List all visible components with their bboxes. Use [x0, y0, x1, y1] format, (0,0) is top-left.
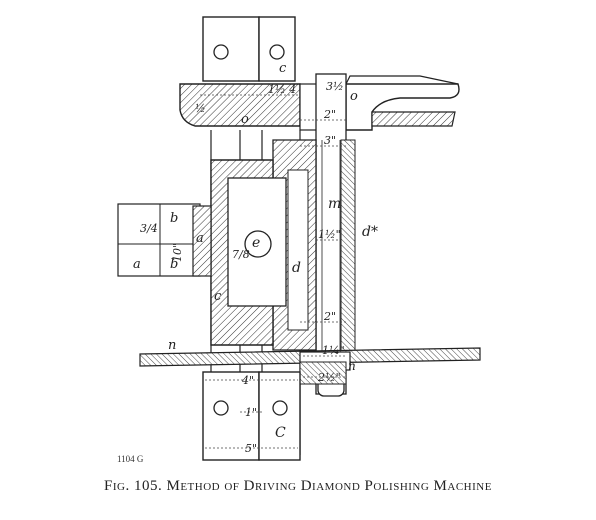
- dim-1-4: 1½ 4: [268, 83, 296, 96]
- bottom-collar: [299, 361, 347, 397]
- carriage-block: [210, 159, 287, 346]
- dim-3-4: 3/4: [140, 222, 158, 235]
- dim-3-half: 3½: [326, 80, 344, 93]
- dim-5: 5": [245, 442, 257, 455]
- dim-1: 1": [245, 406, 257, 419]
- label-d-star: d*: [362, 224, 378, 240]
- dim-10: 10": [171, 243, 184, 262]
- dim-1-quarter: 1¼": [322, 344, 345, 357]
- bolt-hole: [213, 44, 229, 60]
- bolt-hole: [269, 44, 285, 60]
- dim-2-half: 2½": [317, 371, 341, 384]
- dim-1-half: 1½": [318, 228, 341, 241]
- label-c-bottom: C: [275, 425, 286, 441]
- label-e: e: [252, 235, 260, 251]
- left-side-arm: [117, 203, 212, 277]
- label-n-left: n: [168, 338, 176, 353]
- label-o-right: o: [350, 89, 358, 104]
- label-c-top: c: [279, 61, 287, 76]
- dim-4: 4": [241, 374, 254, 387]
- pin-hole-e: [244, 230, 272, 258]
- plate-number: 1104 G: [117, 454, 144, 464]
- dim-2-top: 2": [323, 108, 336, 121]
- label-a-lower: a: [133, 257, 141, 272]
- label-m: m: [328, 196, 341, 212]
- label-c-left: c: [214, 289, 222, 304]
- shaft-m: [315, 73, 356, 395]
- label-a-upper: a: [196, 231, 204, 246]
- label-b-upper: b: [170, 211, 178, 226]
- dim-7-8: 7/8: [232, 248, 250, 261]
- dim-3: 3": [324, 134, 336, 147]
- label-b-lower: b: [170, 257, 178, 272]
- label-o-left: o: [241, 112, 249, 127]
- dim-half: ½: [195, 102, 206, 115]
- label-n-right: n: [348, 359, 356, 373]
- bolt-hole: [272, 400, 288, 416]
- dim-2-low: 2": [323, 310, 336, 323]
- label-d-mid: d: [292, 260, 301, 276]
- upper-guide-bars: [202, 16, 296, 82]
- figure-caption: Fig. 105. Method of Driving Diamond Poli…: [104, 478, 492, 494]
- dimension-lines: [200, 94, 346, 449]
- bolt-hole: [213, 400, 229, 416]
- lower-guide-bars: [202, 371, 301, 461]
